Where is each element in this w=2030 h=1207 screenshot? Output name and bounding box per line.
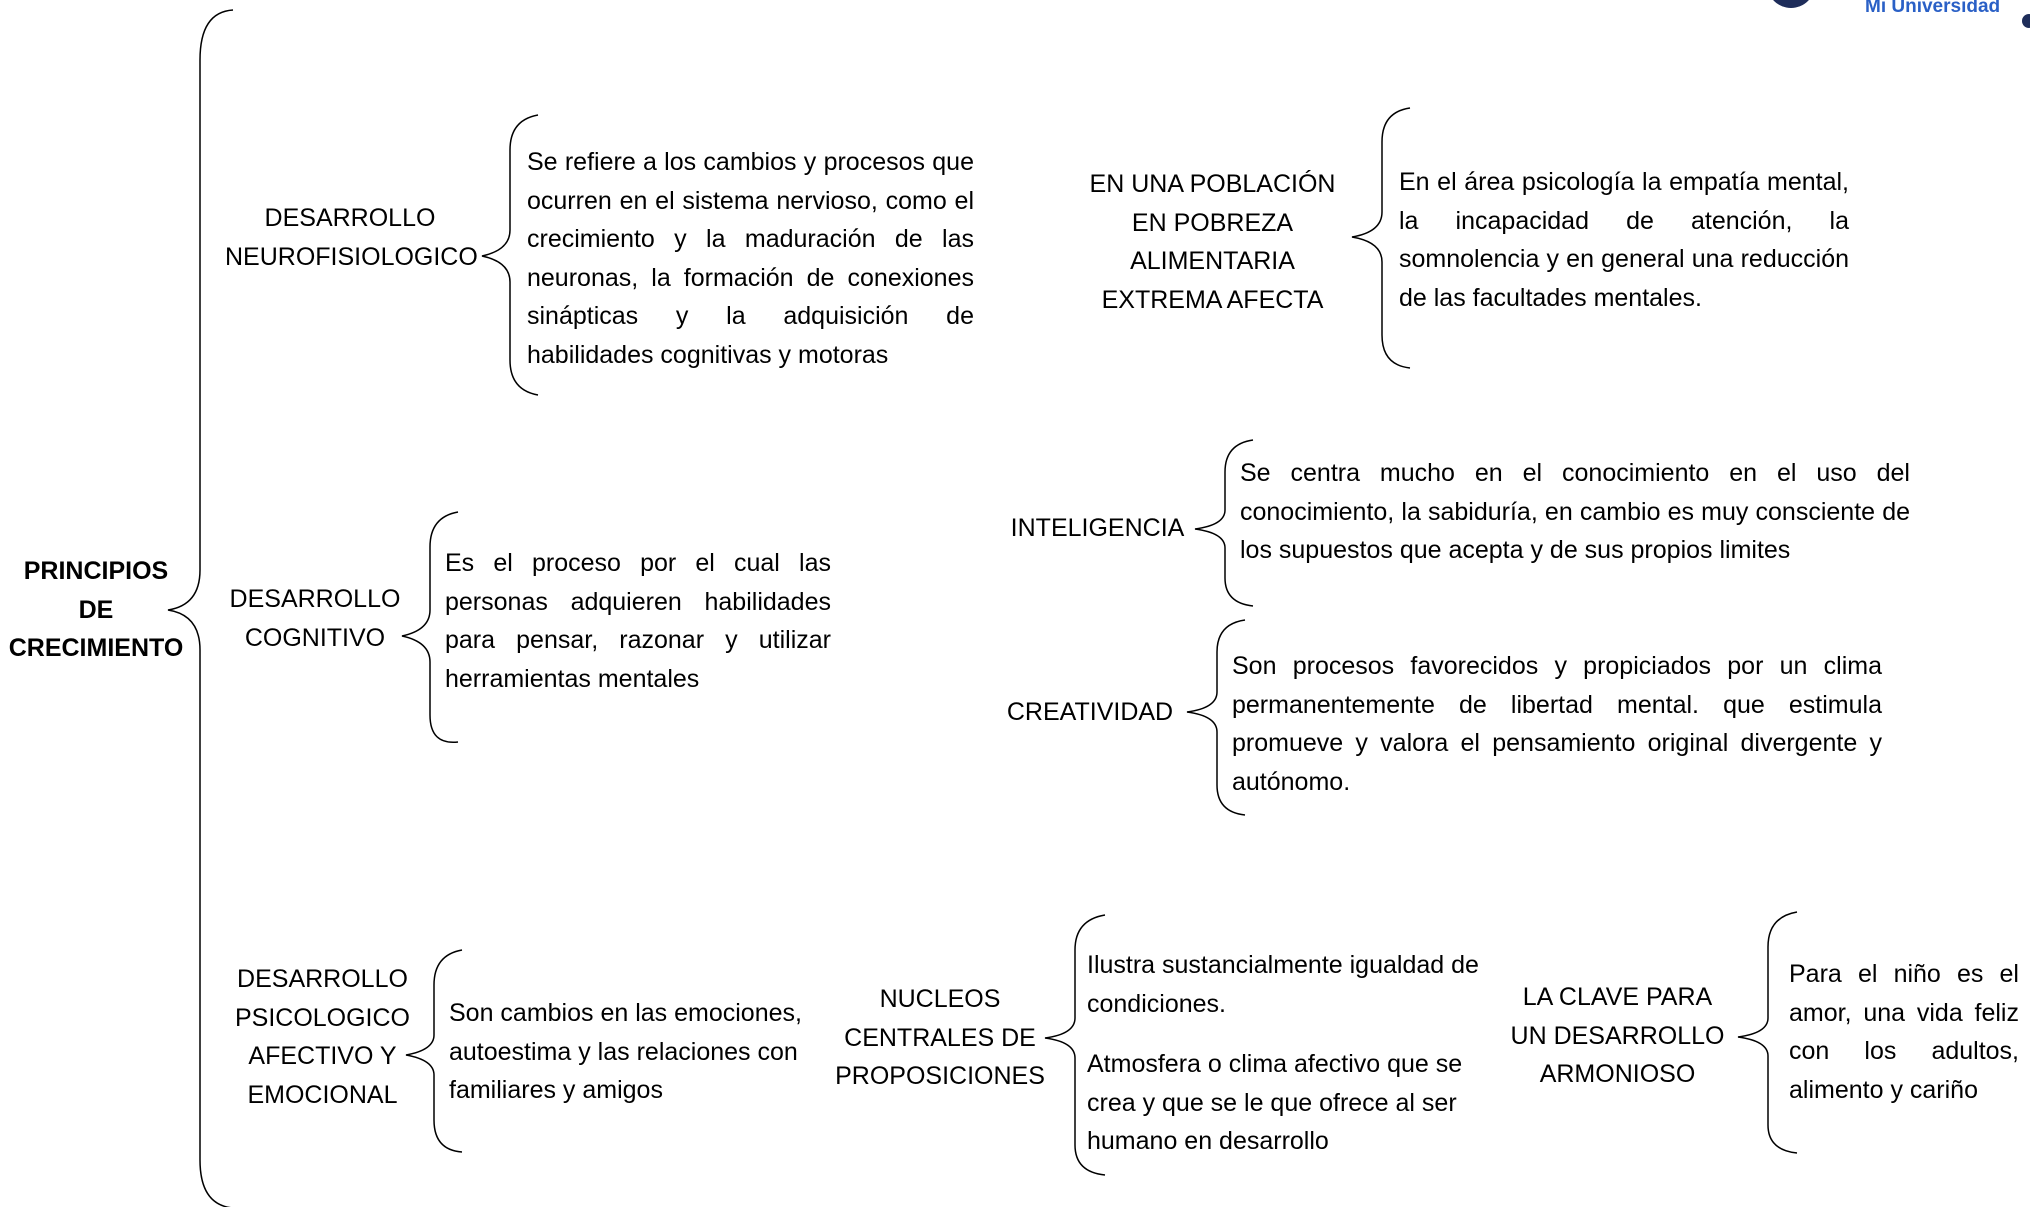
afectivo-label: DESARROLLO PSICOLOGICO AFECTIVO Y EMOCIO… [225, 960, 420, 1114]
nucleos-item: Ilustra sustancialmente igualdad de cond… [1087, 951, 1479, 1018]
nucleos-label: NUCLEOS CENTRALES DE PROPOSICIONES [835, 980, 1045, 1096]
logo-dot [2022, 14, 2030, 28]
pobreza-label: EN UNA POBLACIÓN EN POBREZA ALIMENTARIA … [1080, 165, 1345, 319]
afectivo-description: Son cambios en las emociones, autoestima… [449, 999, 802, 1104]
pobreza-description: En el área psicología la empatía mental,… [1399, 168, 1849, 312]
pobreza-label-line: EXTREMA AFECTA [1101, 285, 1324, 314]
pobreza-label-line: ALIMENTARIA [1130, 247, 1295, 275]
neuro-label-line: NEUROFISIOLOGICO [225, 242, 478, 271]
neuro-brace [481, 114, 539, 396]
cognitivo-label: DESARROLLO COGNITIVO [225, 580, 405, 657]
cognitivo-description: Es el proceso por el cual las personas a… [445, 549, 831, 693]
inteligencia-label: INTELIGENCIA [1010, 514, 1185, 542]
cognitivo-label-line: COGNITIVO [244, 623, 386, 652]
clave-description: Para el niño es el amor, una vida feliz … [1789, 960, 2019, 1104]
clave-label: LA CLAVE PARA UN DESARROLLO ARMONIOSO [1505, 978, 1730, 1094]
root-label-line: PRINCIPIOS [23, 557, 169, 585]
nucleos-brace [1044, 914, 1106, 1176]
root-label: PRINCIPIOS DE CRECIMIENTO [0, 552, 192, 668]
root-label-line: CRECIMIENTO [8, 634, 184, 662]
clave-label-line: LA CLAVE PARA [1522, 983, 1713, 1011]
pobreza-label-line: EN POBREZA [1131, 208, 1294, 237]
afectivo-label-line: PSICOLOGICO [234, 1003, 411, 1032]
logo-text: Mi Universidad [1865, 0, 2001, 17]
afectivo-label-line: DESARROLLO [237, 965, 408, 993]
clave-brace [1737, 911, 1798, 1154]
creatividad-description: Son procesos favorecidos y propiciados p… [1232, 652, 1882, 796]
afectivo-label-line: EMOCIONAL [247, 1080, 398, 1109]
pobreza-brace [1351, 107, 1411, 369]
clave-label-line: UN DESARROLLO [1510, 1021, 1725, 1050]
creatividad-brace [1186, 619, 1246, 816]
neuro-label: DESARROLLO NEUROFISIOLOGICO [225, 199, 478, 276]
inteligencia-brace [1194, 439, 1254, 607]
root-brace [167, 9, 234, 1207]
afectivo-brace [405, 949, 463, 1153]
nucleos-label-line: CENTRALES DE [844, 1023, 1036, 1052]
root-label-line: DE [78, 595, 114, 624]
afectivo-label-line: AFECTIVO Y [248, 1042, 397, 1070]
clave-label-line: ARMONIOSO [1539, 1060, 1696, 1088]
logo-emblem [1767, 0, 1815, 8]
neuro-description: Se refiere a los cambios y procesos que … [527, 148, 974, 369]
pobreza-label-line: EN UNA POBLACIÓN [1089, 170, 1336, 198]
creatividad-label: CREATIVIDAD [1006, 698, 1174, 726]
cognitivo-brace [401, 511, 459, 743]
nucleos-label-line: NUCLEOS [879, 985, 1001, 1013]
nucleos-label-line: PROPOSICIONES [835, 1062, 1045, 1090]
university-logo: Mi Universidad [1755, 0, 2030, 28]
nucleos-item: Atmosfera o clima afectivo que se crea y… [1087, 1050, 1463, 1155]
cognitivo-label-line: DESARROLLO [229, 585, 401, 613]
neuro-label-line: DESARROLLO [264, 204, 436, 232]
inteligencia-description: Se centra mucho en el conocimiento en el… [1240, 459, 1910, 564]
